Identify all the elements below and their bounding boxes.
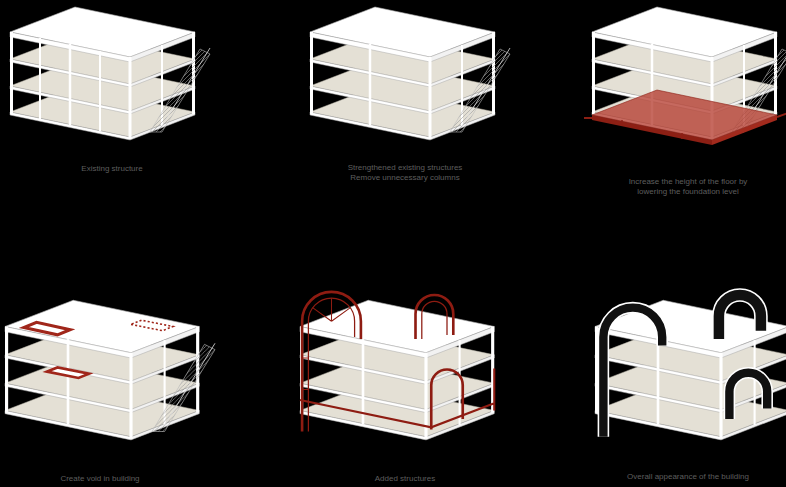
building-void (5, 300, 215, 440)
building-added-structures (300, 292, 494, 440)
caption: Existing structure (37, 164, 187, 174)
caption: Create void in building (25, 474, 175, 484)
building-strengthened (310, 7, 510, 140)
building-lowered-foundation (584, 7, 786, 145)
building-existing (10, 7, 210, 140)
caption: Increase the height of the floor by lowe… (616, 177, 761, 196)
building-overall (595, 295, 786, 440)
caption: Overall appearance of the building (603, 472, 773, 482)
caption: Strengthened existing structures Remove … (335, 163, 475, 182)
caption: Added structures (345, 474, 465, 484)
